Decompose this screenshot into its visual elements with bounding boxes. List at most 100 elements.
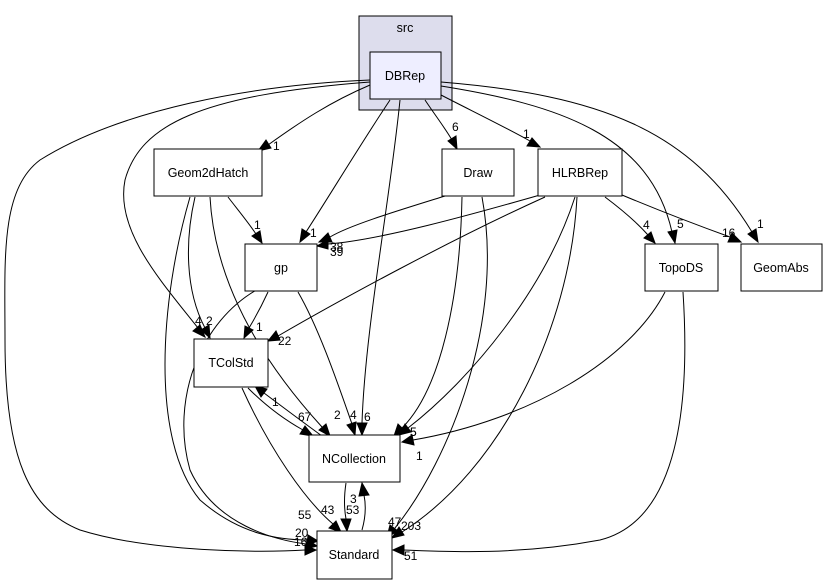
label-dbrep-ncollection: 6 (364, 410, 371, 424)
label-dbrep-gp: 1 (310, 226, 317, 240)
edge-draw-standard (394, 196, 488, 529)
node-dbrep[interactable]: DBRep (369, 51, 442, 100)
node-dbrep-label: DBRep (385, 69, 425, 83)
label-standard-ncollection: 3 (350, 492, 357, 506)
label-hlrbrep-geomabs: 16 (722, 226, 736, 240)
edge-hlrbrep-ncollection-arrow (398, 423, 412, 436)
edge-dbrep-geomabs-arrow (747, 228, 759, 244)
edge-dbrep-gp-arrow (299, 228, 311, 244)
label-topods-ncollection: 1 (416, 449, 423, 463)
node-standard[interactable]: Standard (316, 530, 393, 580)
label-tcolstd-ncollection: 67 (298, 410, 312, 424)
label-ncollection-standard: 53 (346, 503, 360, 517)
edge-hlrbrep-standard-arrow (390, 526, 405, 539)
node-gp-box (244, 243, 318, 292)
edge-gp-tcolstd (248, 291, 269, 329)
edge-hlrbrep-geomabs-arrow (727, 232, 743, 243)
node-standard-box (316, 530, 393, 580)
node-ncollection[interactable]: NCollection (308, 434, 401, 483)
label-hlrbrep-standard: 203 (401, 519, 421, 533)
label-dbrep-geomabs: 1 (757, 217, 764, 231)
edge-tcolstd-standard (241, 387, 334, 525)
edge-hlrbrep-tcolstd-arrow (266, 330, 281, 342)
edge-ncollection-tcolstd (263, 392, 323, 437)
label-dbrep-tcolstd: 4 (195, 314, 202, 328)
node-standard-label: Standard (329, 548, 380, 562)
edge-dbrep-ncollection (361, 99, 401, 424)
edge-hlrbrep-ncollection (407, 196, 576, 429)
node-geom2dhatch-box (153, 148, 263, 197)
label-geom2dhatch-ncollection: 2 (334, 408, 341, 422)
edge-ncollection-standard (344, 482, 347, 520)
edge-dbrep-hlrbrep (440, 94, 531, 142)
edge-dbrep-hlrbrep-arrow (526, 137, 542, 148)
label-ncollection-tcolstd: 1 (272, 395, 279, 409)
edge-geom2dhatch-ncollection-arrow (318, 423, 331, 438)
label-draw-gp: 38 (330, 240, 344, 254)
edge-gp-ncollection (297, 291, 353, 425)
edge-dbrep-geom2dhatch (267, 84, 371, 146)
edge-geom2dhatch-tcolstd-arrow (200, 324, 211, 340)
node-ncollection-label: NCollection (322, 452, 386, 466)
edge-hlrbrep-standard (401, 196, 578, 533)
label-hlrbrep-gp: 39 (330, 245, 344, 259)
node-topods[interactable]: TopoDS (644, 243, 719, 292)
edge-topods-standard (403, 291, 686, 553)
node-dbrep-box (369, 51, 442, 100)
edge-hlrbrep-topods (604, 196, 649, 236)
label-geom2dhatch-gp: 1 (254, 218, 261, 232)
label-dbrep-topods: 5 (677, 217, 684, 231)
label-hlrbrep-tcolstd: 22 (278, 334, 292, 348)
label-dbrep-hlrbrep: 1 (523, 127, 530, 141)
node-tcolstd-box (193, 338, 269, 388)
node-hlrbrep[interactable]: HLRBRep (537, 148, 623, 197)
node-geom2dhatch[interactable]: Geom2dHatch (153, 148, 263, 197)
edges (4, 79, 759, 556)
edge-dbrep-topods (440, 85, 673, 233)
edge-hlrbrep-geomabs (621, 194, 731, 238)
label-hlrbrep-topods: 4 (643, 218, 650, 232)
edge-labels: 1 6 1 1 5 1 4 6 20 1 2 2 55 38 5 47 39 2… (195, 120, 764, 563)
label-draw-standard: 47 (388, 515, 402, 529)
node-geomabs[interactable]: GeomAbs (740, 243, 823, 292)
edge-geom2dhatch-tcolstd (187, 196, 206, 329)
edge-gp-tcolstd-arrow (243, 325, 254, 340)
node-ncollection-box (308, 434, 401, 483)
node-gp-label: gp (274, 261, 288, 275)
label-geom2dhatch-tcolstd: 2 (206, 314, 213, 328)
label-gp-tcolstd: 1 (256, 320, 263, 334)
edge-dbrep-gp (305, 99, 391, 233)
node-gp[interactable]: gp (244, 243, 318, 292)
node-hlrbrep-box (537, 148, 623, 197)
edge-hlrbrep-topods-arrow (643, 231, 656, 244)
edge-dbrep-geom2dhatch-arrow (256, 139, 272, 152)
edge-geom2dhatch-gp (227, 196, 257, 235)
node-draw[interactable]: Draw (441, 148, 515, 197)
edge-hlrbrep-tcolstd (277, 196, 546, 337)
edge-standard-ncollection (361, 494, 366, 531)
edge-hlrbrep-gp-arrow (315, 239, 329, 250)
label-draw-ncollection: 5 (410, 425, 417, 439)
edge-topods-ncollection (412, 291, 666, 441)
node-geom2dhatch-label: Geom2dHatch (168, 166, 249, 180)
edge-dbrep-tcolstd (123, 81, 371, 329)
edge-draw-gp (329, 195, 446, 238)
node-topods-box (644, 243, 719, 292)
node-tcolstd-label: TColStd (208, 356, 253, 370)
node-topods-label: TopoDS (659, 261, 703, 275)
label-geom2dhatch-standard: 55 (298, 508, 312, 522)
label-dbrep-standard: 20 (295, 526, 309, 540)
label-dbrep-geom2dhatch: 1 (273, 139, 280, 153)
edge-ncollection-standard-arrow (340, 518, 352, 533)
edge-draw-ncollection (401, 196, 463, 429)
label-gp-standard: 16 (294, 535, 308, 549)
edge-topods-ncollection-arrow (400, 434, 415, 446)
edge-dbrep-standard (4, 79, 371, 552)
edge-geom2dhatch-gp-arrow (251, 230, 263, 245)
node-geomabs-box (740, 243, 823, 292)
label-dbrep-draw: 6 (452, 120, 459, 134)
node-tcolstd[interactable]: TColStd (193, 338, 269, 388)
edge-gp-standard (183, 287, 307, 545)
node-draw-label: Draw (463, 166, 493, 180)
